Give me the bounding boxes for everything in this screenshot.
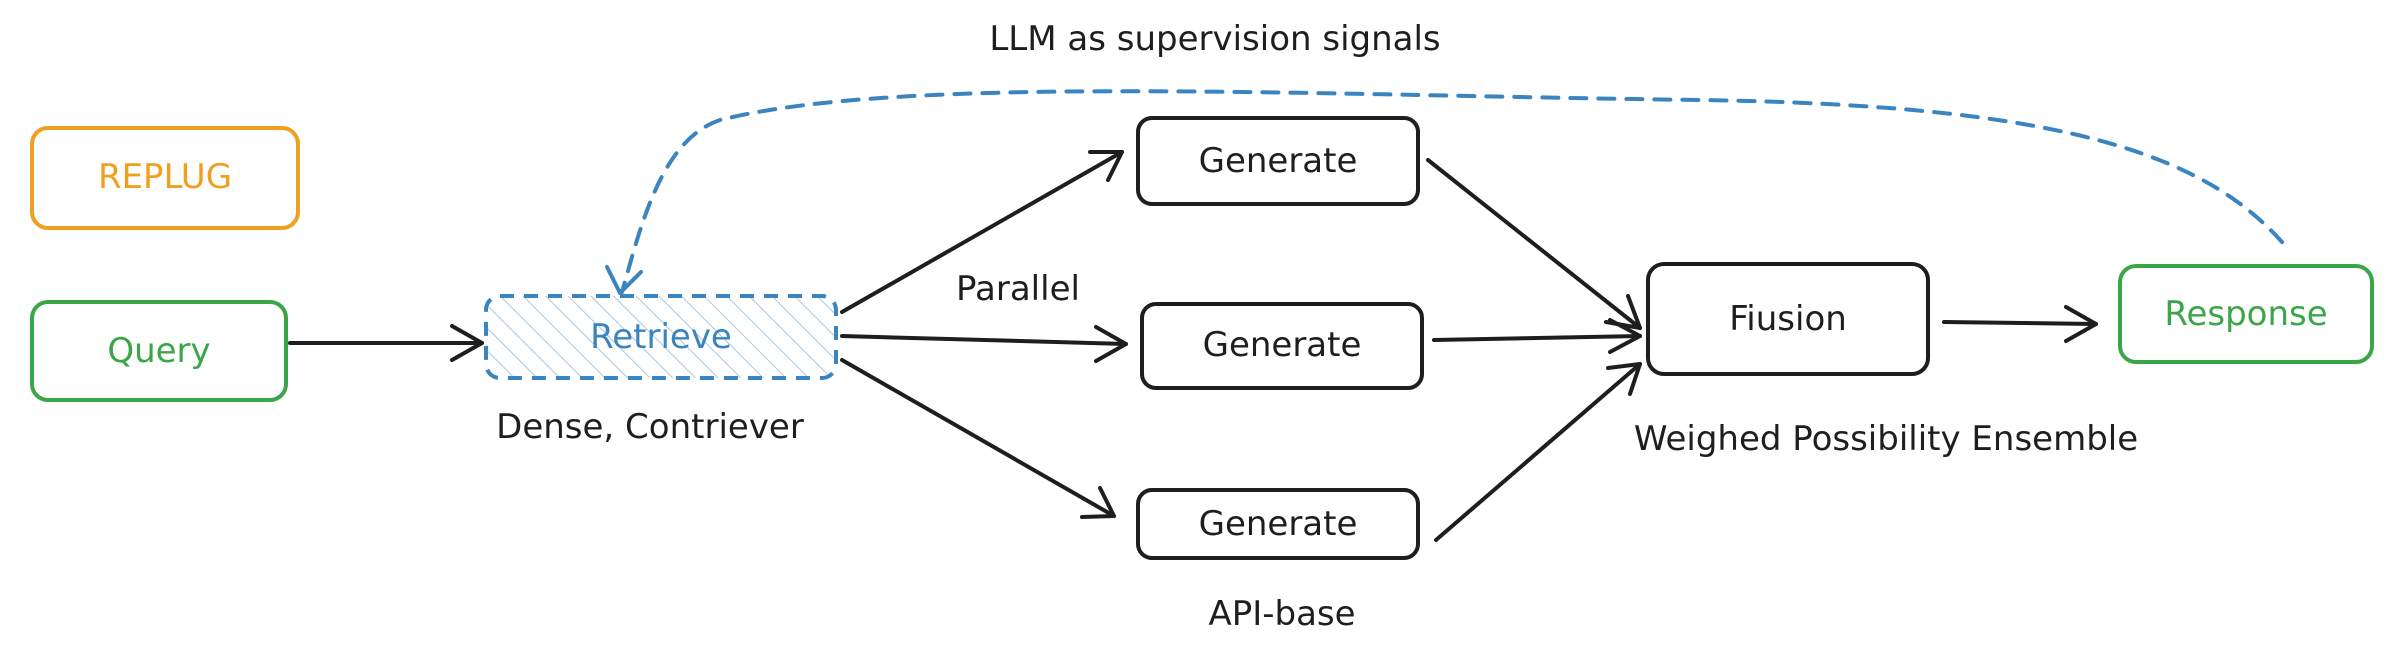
retriever-type-label: Dense, Contriever: [496, 407, 804, 447]
generate-node-mid: Generate: [1140, 302, 1424, 390]
replug-label: REPLUG: [98, 157, 232, 197]
retrieve-to-generate-bottom-arrow: [840, 358, 1116, 519]
ensemble-label: Weighed Possibility Ensemble: [1634, 419, 2138, 459]
retrieve-label: Retrieve: [590, 317, 732, 357]
parallel-label: Parallel: [956, 269, 1080, 309]
retrieve-node: Retrieve: [484, 294, 838, 380]
generate-node-top: Generate: [1136, 116, 1420, 206]
generate-mid-label: Generate: [1203, 325, 1362, 365]
generate-bottom-label: Generate: [1199, 504, 1358, 544]
retrieve-to-generate-top-arrow: [840, 150, 1124, 314]
query-label: Query: [107, 331, 210, 371]
fusion-node: Fiusion: [1646, 262, 1930, 376]
replug-node: REPLUG: [30, 126, 300, 230]
generate-bottom-to-fusion-arrow: [1434, 362, 1642, 542]
response-label: Response: [2164, 294, 2327, 334]
query-to-retrieve-arrow: [288, 324, 484, 362]
fusion-to-response-arrow: [1942, 305, 2098, 343]
generate-mid-to-fusion-arrow: [1432, 318, 1642, 354]
generate-top-label: Generate: [1199, 141, 1358, 181]
feedback-label: LLM as supervision signals: [989, 19, 1440, 59]
query-node: Query: [30, 300, 288, 402]
response-node: Response: [2118, 264, 2374, 364]
api-base-label: API-base: [1208, 594, 1355, 634]
retrieve-to-generate-mid-arrow: [840, 325, 1128, 363]
generate-node-bottom: Generate: [1136, 488, 1420, 560]
fusion-label: Fiusion: [1729, 299, 1847, 339]
supervision-feedback-arrowhead: [605, 265, 643, 295]
supervision-feedback-arrow: [620, 89, 2284, 294]
generate-top-to-fusion-arrow: [1426, 158, 1642, 330]
